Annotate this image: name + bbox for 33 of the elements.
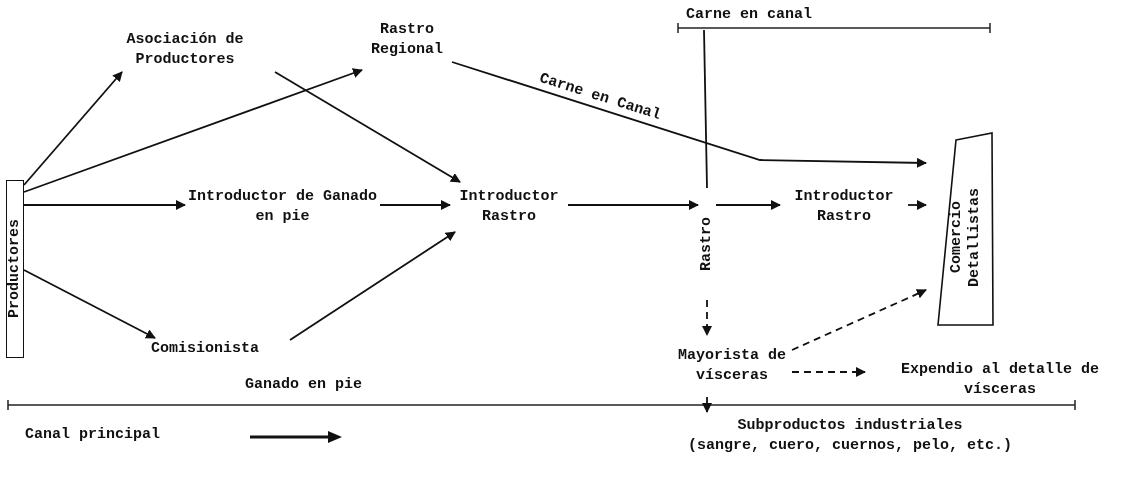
process-box (6, 180, 24, 358)
arrow (907, 200, 927, 210)
arrow (451, 61, 927, 168)
text-label: Ganado en pie (245, 376, 363, 393)
node-label: Rastro (698, 217, 716, 271)
arrow (567, 200, 699, 210)
arrow (702, 396, 712, 413)
arrow (791, 289, 927, 351)
arrow (702, 299, 712, 336)
node-label: Asociación de Productores (125, 30, 245, 70)
node-label: Subproductos industriales (737, 416, 963, 436)
arrow (23, 71, 123, 186)
arrow (379, 200, 451, 210)
connector-line (703, 29, 708, 189)
arrow (23, 200, 186, 210)
node-label: Expendio al detalle de vísceras (899, 360, 1100, 400)
arrow (23, 68, 363, 193)
node-label: Productores (6, 219, 24, 319)
arrow (274, 71, 461, 183)
node-label: Comercio Detallistas (948, 186, 984, 289)
node-label: (sangre, cuero, cuernos, pelo, etc.) (687, 436, 1013, 456)
node-label: Introductor de Ganado en pie (187, 187, 378, 227)
node-label: Introductor Rastro (458, 187, 560, 227)
node-label: Introductor Rastro (793, 187, 895, 227)
arrow (791, 367, 866, 377)
node-label: Mayorista de vísceras (677, 346, 787, 386)
text-label: Carne en canal (686, 6, 813, 23)
arrow (289, 231, 456, 341)
arrow (715, 200, 781, 210)
node-label: Comisionista (151, 339, 259, 359)
node-label: Rastro Regional (370, 20, 444, 60)
arrow (23, 269, 156, 339)
text-label: Canal principal (25, 426, 161, 443)
